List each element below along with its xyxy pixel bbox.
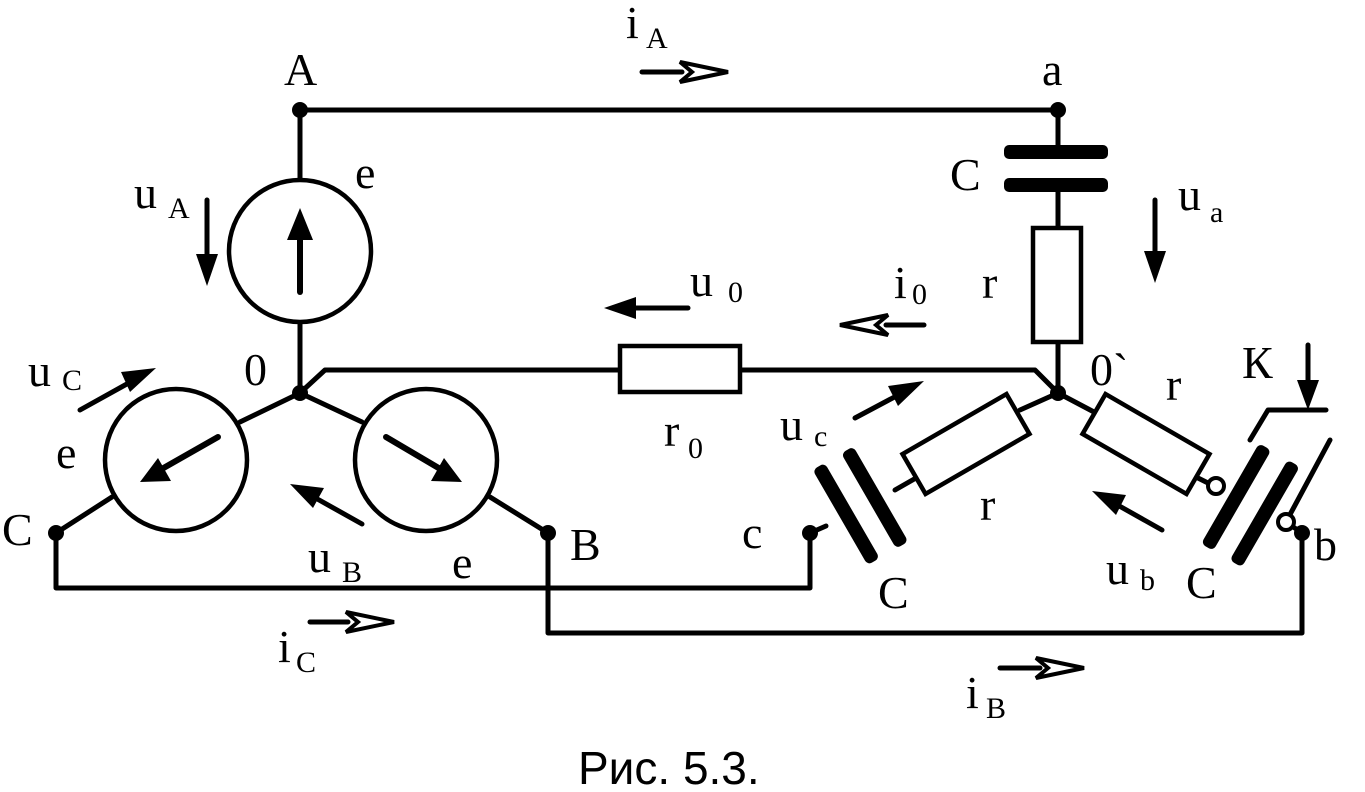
svg-text:a: a [1210,196,1223,229]
svg-text:A: A [646,22,668,55]
node-label-neutral: 0 [244,344,267,395]
voltage-label-ub: u b [1106,543,1155,597]
node-label-c: c [742,507,762,558]
svg-text:C: C [296,646,316,679]
svg-text:u: u [28,345,51,396]
emf-label-B: e [452,537,472,588]
emf-label-C: e [56,427,76,478]
voltage-label-uc: u c [780,399,827,453]
capacitor-c [814,448,907,564]
figure-caption: Рис. 5.3. [578,742,760,792]
svg-text:0: 0 [912,278,927,311]
svg-text:0: 0 [688,432,703,465]
wire-neutral-sourceC [237,390,303,425]
current-label-iC: i C [278,621,316,679]
svg-text:i: i [278,621,291,672]
resistor-label-a: r [982,257,997,308]
svg-text:u: u [1106,543,1129,594]
svg-text:r: r [664,405,679,456]
voltage-label-u0: u 0 [690,255,743,309]
svg-text:i: i [894,257,907,308]
resistor-label-c: r [980,479,995,530]
capacitor-b [1202,445,1298,566]
current-label-iA: i A [626,0,668,55]
switch-k-lever [1247,407,1329,443]
wire-sourceC-C [53,494,115,536]
voltage-label-uA: u A [134,167,190,225]
node-label-A: A [284,44,317,95]
svg-text:0: 0 [728,276,743,309]
svg-text:i: i [626,0,639,48]
resistor-a [1030,225,1084,345]
resistor-label-r0: r 0 [664,405,703,465]
voltage-label-uC: u C [28,345,82,397]
emf-label-A: e [355,147,375,198]
node-label-B: B [570,519,601,570]
wire-neutral-sourceB [297,390,365,425]
svg-text:A: A [168,192,190,225]
resistor-b [1079,391,1213,497]
voltage-label-uB: u B [308,531,362,589]
wire-res-c-cap [892,475,919,493]
resistor-r0 [617,343,743,395]
node-label-a: a [1042,44,1062,95]
capacitor-label-b: C [1186,557,1217,608]
resistor-label-b: r [1166,359,1181,410]
neutral-wire-left [297,367,623,396]
capacitor-a [1004,145,1108,192]
voltage-arrows [77,197,1319,533]
svg-text:b: b [1140,564,1155,597]
current-arrows [307,60,1085,680]
svg-text:C: C [62,364,82,397]
node-label-b: b [1314,519,1337,570]
svg-text:u: u [690,255,713,306]
line-B-b [545,530,1305,636]
capacitor-label-c: C [878,567,909,618]
wire-sourceB-B [487,494,551,536]
node-label-neutral-load: 0` [1090,344,1128,395]
resistor-c [899,391,1033,497]
svg-text:u: u [308,531,331,582]
neutral-wire-right [737,367,1061,396]
source-A [226,177,374,325]
svg-text:i: i [966,667,979,718]
node-dots [48,102,1310,541]
svg-text:B: B [342,556,362,589]
switch-label-K: К [1242,337,1273,388]
node-label-C: C [2,504,33,555]
current-label-i0: i 0 [894,257,927,311]
capacitor-label-a: C [950,149,981,200]
line-C-c [53,530,813,591]
voltage-label-ua: u a [1178,169,1223,229]
svg-text:c: c [814,420,827,453]
svg-text:u: u [780,399,803,450]
current-label-iB: i B [966,667,1006,725]
svg-text:u: u [134,167,157,218]
source-B [352,386,500,534]
svg-text:B: B [986,692,1006,725]
svg-text:u: u [1178,169,1201,220]
source-C [102,386,250,534]
